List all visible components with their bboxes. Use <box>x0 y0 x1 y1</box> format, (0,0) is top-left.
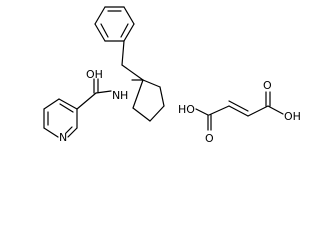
acid-oxygen-left-label: O <box>205 132 214 145</box>
pyridine-ring <box>43 98 78 138</box>
ch2-quaternary-bond <box>121 64 144 81</box>
nh-carbonyl-bond <box>95 90 112 94</box>
hydroxyl-label: OH <box>86 68 103 81</box>
benzene-ring <box>94 6 135 42</box>
structure-svg: OH N N H HO O O OH <box>43 6 301 145</box>
acid-hydroxyl-left-label: HO <box>178 103 195 116</box>
carbonyl-pyridine-bond <box>76 92 97 110</box>
amide-nitrogen-label: N <box>112 89 120 102</box>
fumaric-acid <box>195 91 284 131</box>
structure-canvas: OH N N H HO O O OH <box>43 6 301 145</box>
benzyl-ch2-bond <box>121 40 125 66</box>
cyclopentane-ring <box>132 79 165 122</box>
pyridine-nitrogen-label: N <box>59 131 67 144</box>
amide-hydrogen-label: H <box>120 89 128 102</box>
acid-oxygen-right-label: O <box>263 79 272 92</box>
acid-hydroxyl-right-label: OH <box>284 110 301 123</box>
